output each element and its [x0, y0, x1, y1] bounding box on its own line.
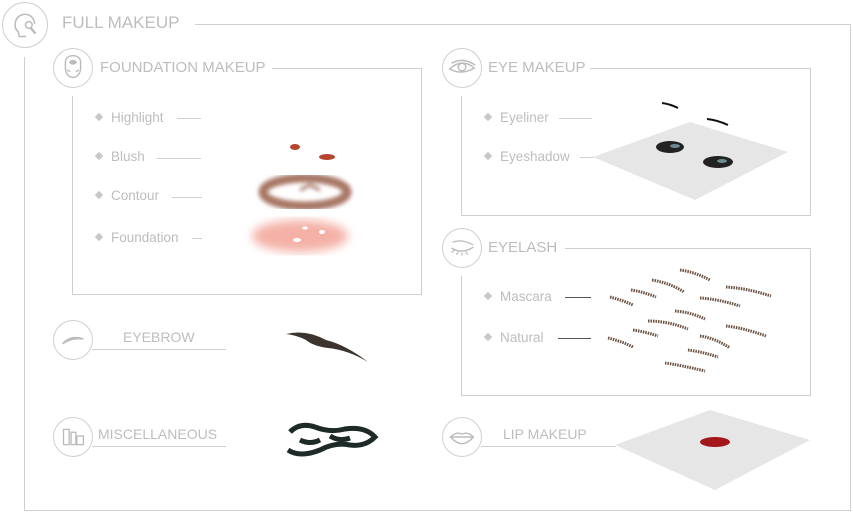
full-makeup-right-line	[850, 24, 851, 511]
connector	[192, 238, 202, 239]
item-label: Eyeshadow	[500, 149, 570, 164]
eyelash-images	[607, 268, 772, 373]
diamond-bullet-icon	[483, 113, 493, 122]
eye-makeup-right-line	[810, 68, 811, 216]
eyelash-top-line	[565, 248, 811, 249]
eyelash-item-mascara: Mascara	[483, 289, 552, 305]
foundation-item-blush: Blush	[94, 149, 145, 165]
eye-makeup-top-line	[590, 68, 811, 69]
lips-icon	[442, 417, 482, 457]
face-brush-icon	[2, 2, 48, 48]
eyebrow-title: EYEBROW	[123, 329, 195, 345]
foundation-bottom-line	[72, 294, 422, 295]
connector	[580, 157, 594, 158]
eyeshadow-plane-image	[593, 122, 788, 200]
item-label: Highlight	[111, 110, 164, 125]
eye-makeup-left-line	[461, 96, 462, 216]
eye-icon	[442, 48, 482, 88]
diamond-bullet-icon	[483, 152, 493, 161]
eyelash-right-line	[810, 248, 811, 396]
connector	[558, 338, 591, 339]
face-mask-icon	[53, 48, 93, 88]
eyelash-title: EYELASH	[488, 239, 558, 256]
eyelash-left-line	[461, 276, 462, 396]
eyebrow-underline	[92, 349, 226, 350]
foundation-title: FOUNDATION MAKEUP	[100, 59, 266, 76]
item-label: Eyeliner	[500, 110, 549, 125]
item-label: Contour	[111, 188, 160, 203]
misc-title: MISCELLANEOUS	[98, 426, 218, 442]
misc-underline	[92, 446, 226, 447]
eye-makeup-title: EYE MAKEUP	[488, 59, 586, 76]
eye-item-eyeliner: Eyeliner	[483, 110, 549, 126]
foundation-top-line	[272, 68, 422, 69]
lip-underline	[481, 446, 616, 447]
eye-item-eyeshadow: Eyeshadow	[483, 149, 570, 165]
contour-layer-image	[258, 173, 352, 211]
connector	[559, 118, 592, 119]
connector	[565, 297, 591, 298]
eyelash-bottom-line	[461, 395, 811, 396]
miscellaneous-image	[286, 422, 379, 457]
eyebrow-image	[286, 332, 368, 362]
foundation-layer-image	[252, 220, 348, 252]
foundation-right-line	[421, 68, 422, 295]
connector	[177, 118, 201, 119]
item-label: Natural	[500, 330, 544, 345]
item-label: Foundation	[111, 230, 179, 245]
eyeliner-image	[661, 102, 729, 126]
diamond-bullet-icon	[483, 333, 493, 342]
full-makeup-top-line	[195, 24, 851, 25]
full-makeup-title: FULL MAKEUP	[62, 13, 180, 32]
diamond-bullet-icon	[483, 292, 493, 301]
foundation-item-highlight: Highlight	[94, 110, 164, 126]
foundation-item-foundation: Foundation	[94, 230, 179, 246]
closed-eye-lash-icon	[442, 228, 482, 268]
blush-layer-image	[290, 144, 335, 160]
foundation-item-contour: Contour	[94, 188, 160, 204]
eye-makeup-bottom-line	[461, 215, 811, 216]
cosmetics-icon	[53, 417, 93, 457]
connector	[172, 197, 202, 198]
lip-plane-image	[615, 410, 810, 490]
eyebrow-icon	[53, 320, 93, 360]
full-makeup-left-line	[24, 57, 25, 511]
item-label: Mascara	[500, 289, 552, 304]
eyelash-item-natural: Natural	[483, 330, 544, 346]
item-label: Blush	[111, 149, 145, 164]
foundation-left-line	[72, 96, 73, 295]
connector	[157, 158, 201, 159]
lip-title: LIP MAKEUP	[503, 426, 587, 442]
full-makeup-bottom-line	[24, 510, 851, 511]
